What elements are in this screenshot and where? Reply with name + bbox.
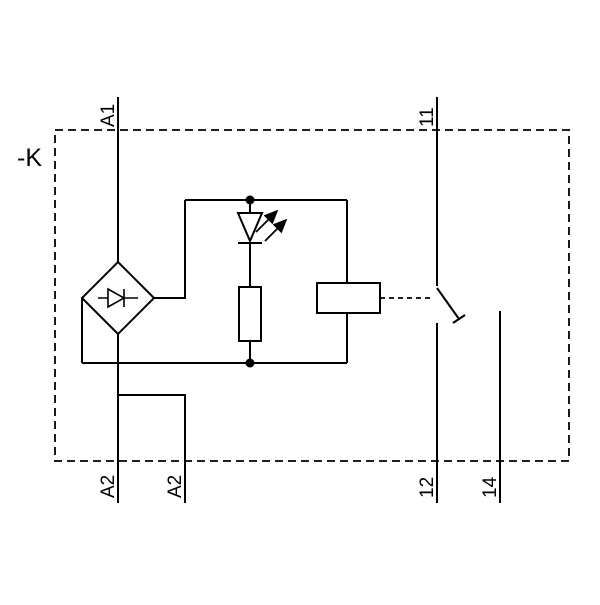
enclosure-dashed-border	[54, 129, 570, 462]
device-label: -K	[17, 144, 42, 172]
terminal-label-12: 12	[417, 477, 438, 498]
resistor-body	[238, 286, 262, 342]
relay-coil-symbol	[316, 200, 381, 363]
terminal-label-14: 14	[480, 476, 501, 498]
contact-blade-tick	[452, 314, 466, 324]
led-triangle	[236, 212, 264, 244]
led-emission-arrow-1	[255, 209, 279, 233]
coil-body	[316, 282, 381, 314]
resistor-symbol	[238, 286, 262, 363]
wire-a2-right-branch	[118, 394, 186, 503]
wire-dc-plus-riser	[154, 200, 186, 299]
bridge-diode-triangle	[107, 287, 126, 309]
contact-blade	[436, 287, 460, 320]
bridge-rectifier	[80, 260, 156, 336]
led-symbol	[236, 200, 288, 287]
led-emission-arrow-2	[264, 218, 288, 242]
terminal-label-11: 11	[417, 107, 438, 127]
terminal-label-a2-right: A2	[165, 475, 186, 498]
changeover-contact	[436, 97, 501, 503]
terminal-label-a2-left: A2	[98, 475, 119, 498]
terminal-label-a1: A1	[98, 104, 119, 127]
